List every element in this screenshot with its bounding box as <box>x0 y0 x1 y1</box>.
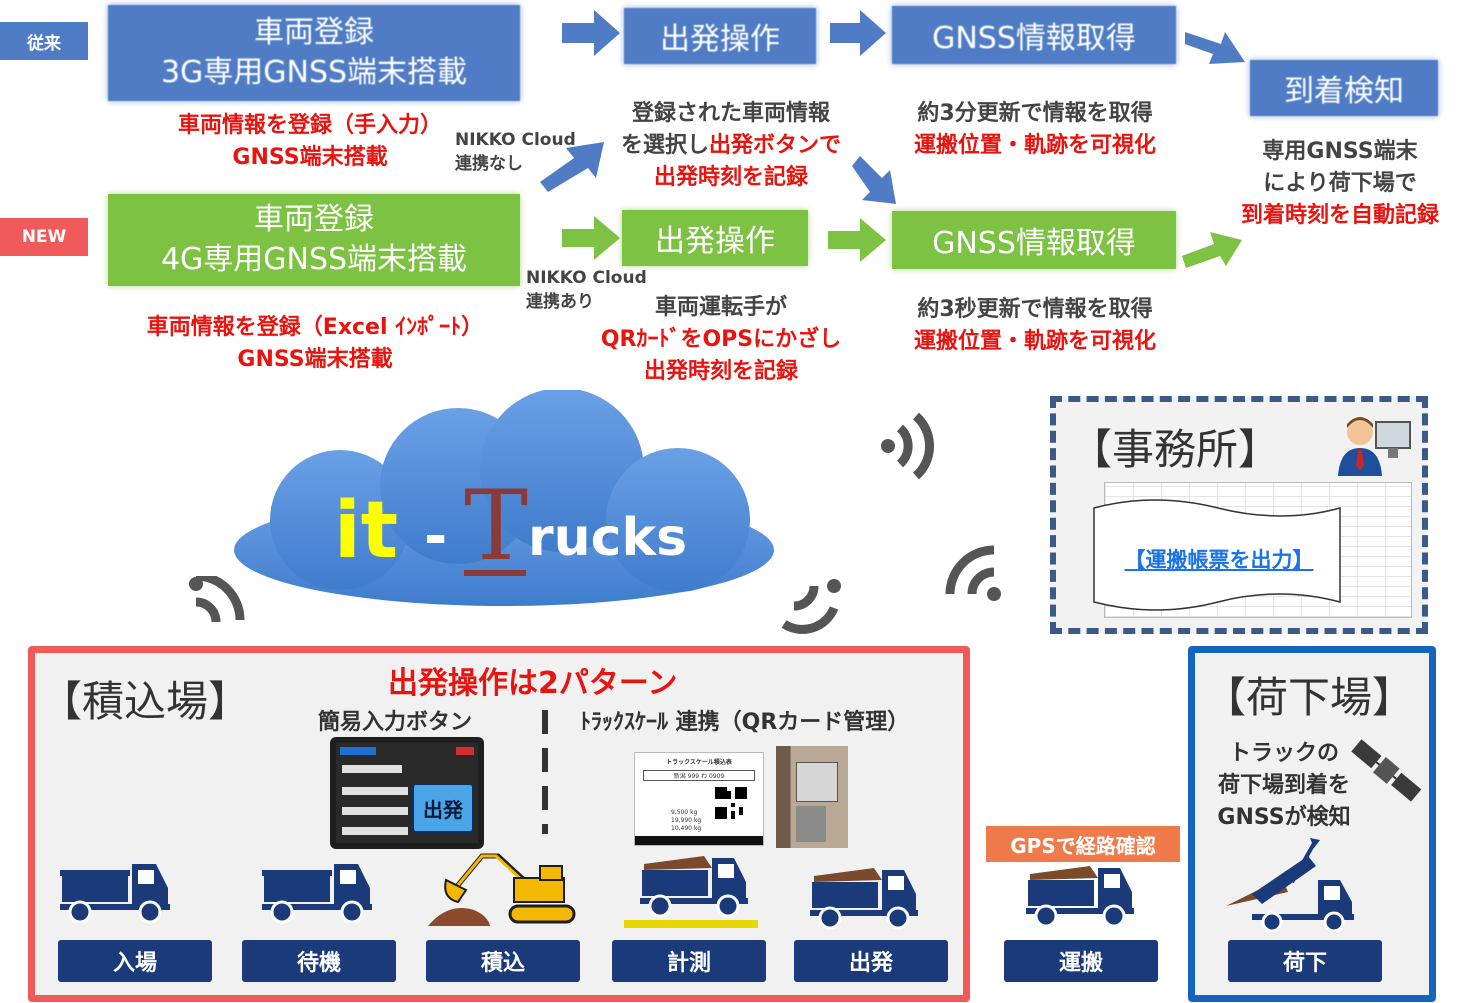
logo-underline <box>464 570 526 576</box>
old-register-line1: 車両登録 <box>254 15 374 50</box>
arrow-right-icon <box>828 218 886 262</box>
old-gnss-box: GNSS情報取得 <box>892 6 1176 64</box>
loaded-truck-icon <box>1026 866 1134 928</box>
loading-site-title: 【積込場】 <box>40 677 251 726</box>
new-register-line1: 車両登録 <box>254 202 374 237</box>
new-register-box: 車両登録 4G専用GNSS端末搭載 <box>108 194 520 286</box>
loaded-truck-icon <box>810 868 918 930</box>
loaded-truck-on-scale-icon <box>624 856 758 928</box>
arrow-down-right-icon <box>1185 32 1245 64</box>
new-register-note: 車両情報を登録（Excel ｲﾝﾎﾟｰﾄ） GNSS端末搭載 <box>146 315 484 372</box>
new-register-line2: 4G専用GNSS端末搭載 <box>160 242 468 277</box>
excavator-icon <box>428 853 576 926</box>
signal-icon <box>945 545 1001 601</box>
step-depart-button[interactable]: 出発 <box>794 940 948 982</box>
arrival-box: 到着検知 <box>1250 60 1438 116</box>
nikko-none-label: NIKKO Cloud 連携なし <box>455 130 576 174</box>
unloading-site-title: 【荷下場】 <box>1204 673 1415 722</box>
tablet-device: 出発 <box>330 737 484 849</box>
signal-icon <box>189 576 245 623</box>
logo-t: T <box>464 470 529 582</box>
office-title: 【事務所】 <box>1070 425 1281 474</box>
pattern-divider <box>542 710 548 834</box>
step-measure-button[interactable]: 計測 <box>612 940 766 982</box>
signal-icon <box>781 579 841 634</box>
unloading-note: トラックの 荷下場到着を GNSSが検知 <box>1217 741 1351 830</box>
logo-it: it <box>334 486 399 576</box>
qr-ticket: トラックスケール積込表 新潟 999 わ 0909 9,500 kg 19,99… <box>634 752 764 846</box>
step-load-button[interactable]: 積込 <box>426 940 580 982</box>
tablet-depart-button[interactable]: 出発 <box>412 783 474 833</box>
logo-dash: - <box>424 504 448 569</box>
old-register-note: 車両情報を登録（手入力） GNSS端末搭載 <box>177 113 442 170</box>
depart-patterns-title: 出発操作は2パターン <box>388 666 678 701</box>
arrow-right-icon <box>562 10 620 56</box>
old-gnss-note: 約3分更新で情報を取得 運搬位置・軌跡を可視化 <box>913 101 1156 158</box>
arrow-up-right-icon <box>540 142 604 192</box>
new-tag: NEW <box>0 218 88 256</box>
dumping-truck-icon <box>1226 838 1354 932</box>
old-tag: 従来 <box>0 22 88 60</box>
new-gnss-box: GNSS情報取得 <box>892 211 1176 269</box>
cloud-icon <box>234 390 774 606</box>
report-paper-icon <box>1093 499 1341 611</box>
new-depart-note: 車両運転手が QRｶｰﾄﾞをOPSにかざし 出発時刻を記録 <box>600 295 842 384</box>
step-unload-button[interactable]: 荷下 <box>1228 940 1382 982</box>
new-depart-box: 出発操作 <box>622 210 808 266</box>
signal-icon <box>881 412 934 480</box>
arrow-down-right-icon <box>852 156 896 204</box>
old-depart-note: 登録された車両情報 を選択し出発ボタンで 出発時刻を記録 <box>620 101 842 190</box>
new-gnss-note: 約3秒更新で情報を取得 運搬位置・軌跡を可視化 <box>913 297 1156 354</box>
arrow-right-icon <box>830 10 886 56</box>
gps-route-badge: GPSで経路確認 <box>986 826 1180 862</box>
it-trucks-logo: it - T rucks <box>332 470 712 582</box>
office-worker-icon <box>1338 417 1411 476</box>
old-register-box: 車両登録 3G専用GNSS端末搭載 <box>108 5 520 101</box>
pattern-simple-button-label: 簡易入力ボタン <box>318 710 473 735</box>
dump-truck-icon <box>262 864 372 924</box>
qr-reader-photo <box>776 746 848 848</box>
old-depart-box: 出発操作 <box>624 8 816 64</box>
step-transport-button[interactable]: 運搬 <box>1004 940 1158 982</box>
output-report-link[interactable]: 【運搬帳票を出力】 <box>1124 548 1314 572</box>
qr-code-icon <box>715 787 747 819</box>
office-panel: 【事務所】 【運搬帳票を出力】 <box>1050 396 1428 634</box>
pattern-truck-scale-label: ﾄﾗｯｸｽｹｰﾙ 連携（QRカード管理） <box>580 710 910 735</box>
arrow-right-icon <box>562 216 620 260</box>
arrival-note: 専用GNSS端末 により荷下場で 到着時刻を自動記録 <box>1240 139 1439 228</box>
step-enter-button[interactable]: 入場 <box>58 940 212 982</box>
step-wait-button[interactable]: 待機 <box>242 940 396 982</box>
arrow-up-right-icon <box>1182 232 1242 268</box>
dump-truck-icon <box>60 864 170 924</box>
logo-rucks: rucks <box>528 508 688 568</box>
old-register-line2: 3G専用GNSS端末搭載 <box>160 55 468 90</box>
nikko-with-label: NIKKO Cloud 連携あり <box>526 268 647 312</box>
satellite-icon <box>1351 739 1422 802</box>
